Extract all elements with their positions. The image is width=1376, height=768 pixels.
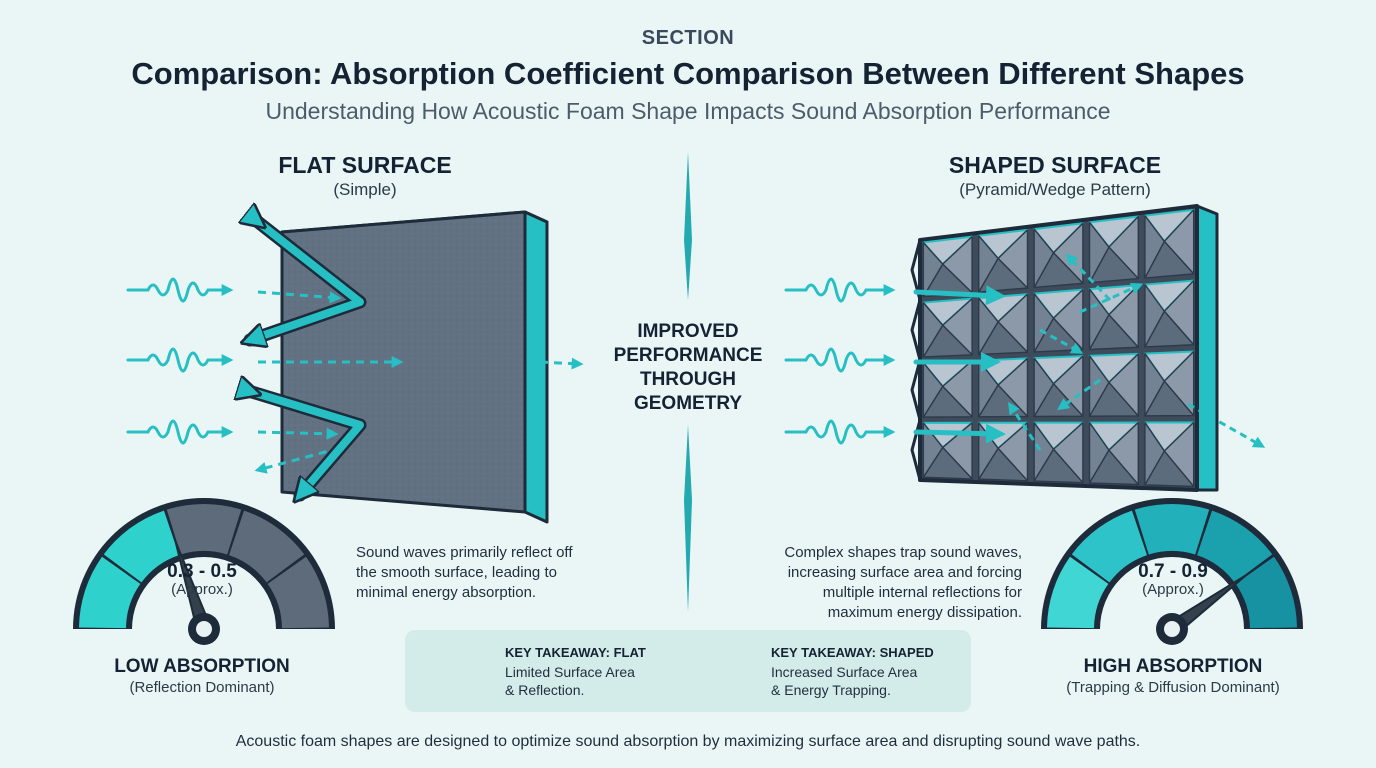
shaped-description: Complex shapes trap sound waves, increas… bbox=[722, 543, 1022, 623]
center-message-line: GEOMETRY bbox=[633, 393, 743, 414]
flat-description: Sound waves primarily reflect off the sm… bbox=[356, 543, 572, 603]
shaped-title: SHAPED SURFACE bbox=[948, 152, 1162, 178]
gauge-segment bbox=[103, 510, 180, 583]
pyramid-face bbox=[1088, 421, 1110, 484]
footer-note: Acoustic foam shapes are designed to opt… bbox=[235, 733, 1141, 750]
pyramid-face bbox=[922, 422, 944, 478]
shaped-absorption-title: HIGH ABSORPTION bbox=[1083, 656, 1263, 677]
pyramid-face bbox=[1033, 228, 1055, 289]
pyramid-face bbox=[922, 241, 944, 298]
gauge-segment bbox=[1047, 556, 1109, 629]
flat-description-line: Sound waves primarily reflect off bbox=[356, 544, 573, 561]
gauge-segment bbox=[1134, 504, 1210, 555]
flat-title: FLAT SURFACE bbox=[278, 152, 452, 178]
flat-takeaway-line: Limited Surface Area bbox=[505, 664, 635, 680]
gauge-segment bbox=[166, 504, 242, 555]
shaped-takeaway-line: & Energy Trapping. bbox=[771, 682, 891, 698]
shaped-foam-panel bbox=[910, 204, 1219, 492]
center-message-line: IMPROVED bbox=[637, 321, 739, 342]
page-subtitle: Understanding How Acoustic Foam Shape Im… bbox=[265, 98, 1111, 124]
center-message-line: PERFORMANCE bbox=[613, 345, 763, 366]
pyramid-face bbox=[1088, 221, 1110, 284]
pyramid-face bbox=[978, 235, 999, 293]
key-takeaways-box: KEY TAKEAWAY: FLAT Limited Surface Area … bbox=[405, 630, 971, 712]
shaped-entry-arrows bbox=[913, 285, 1006, 444]
pyramid-face bbox=[978, 297, 999, 356]
gauge-segment bbox=[267, 556, 329, 629]
flat-sound-waves bbox=[126, 277, 234, 445]
section-label: SECTION bbox=[641, 27, 735, 49]
gauge-segment bbox=[1235, 556, 1297, 629]
gauge-hub-center bbox=[1164, 621, 1180, 637]
center-message: IMPROVED PERFORMANCE THROUGH GEOMETRY bbox=[588, 320, 788, 416]
pyramid-face bbox=[1144, 283, 1166, 348]
shaped-description-line: multiple internal reflections for bbox=[822, 584, 1022, 601]
shaped-takeaway-line: Increased Surface Area bbox=[771, 664, 918, 680]
flat-absorption-title: LOW ABSORPTION bbox=[114, 656, 290, 677]
gauge-hub-center bbox=[196, 621, 212, 637]
page-title: Comparison: Absorption Coefficient Compa… bbox=[131, 56, 1245, 91]
shaped-subtitle: (Pyramid/Wedge Pattern) bbox=[959, 180, 1151, 199]
center-divider bbox=[684, 152, 692, 612]
gauge-segment bbox=[1196, 510, 1273, 583]
pyramid-face bbox=[1144, 352, 1166, 417]
shaped-gauge-note: (Approx.) bbox=[1142, 581, 1204, 598]
gauge-segment bbox=[79, 556, 141, 629]
pyramid-face bbox=[1033, 292, 1055, 353]
flat-description-line: minimal energy absorption. bbox=[356, 584, 537, 601]
center-message-line: THROUGH bbox=[639, 369, 737, 390]
flat-absorption-subtitle: (Reflection Dominant) bbox=[129, 679, 275, 696]
gauge-segment bbox=[1071, 510, 1148, 583]
shaped-internal-reflections bbox=[1008, 253, 1266, 451]
shaped-takeaway-title: KEY TAKEAWAY: SHAPED bbox=[771, 645, 934, 660]
shaped-description-line: increasing surface area and forcing bbox=[787, 564, 1022, 581]
shaped-description-line: maximum energy dissipation. bbox=[827, 604, 1022, 621]
flat-takeaway-title: KEY TAKEAWAY: FLAT bbox=[505, 645, 646, 660]
pyramid-face bbox=[1144, 215, 1166, 279]
flat-absorption-gauge bbox=[73, 498, 335, 645]
pyramid-face bbox=[1033, 421, 1055, 482]
flat-reflection-arrows bbox=[250, 222, 367, 495]
shaped-description-line: Complex shapes trap sound waves, bbox=[784, 544, 1022, 561]
pyramid-face bbox=[978, 359, 999, 418]
pyramid-face bbox=[1033, 357, 1055, 418]
pyramid-face bbox=[1144, 421, 1166, 486]
flat-subtitle: (Simple) bbox=[333, 180, 397, 199]
flat-gauge-note: (Approx.) bbox=[171, 581, 233, 598]
flat-takeaway-line: & Reflection. bbox=[505, 682, 585, 698]
pyramid-face bbox=[922, 362, 944, 418]
pyramid-face bbox=[922, 301, 944, 358]
shaped-absorption-gauge bbox=[1041, 498, 1303, 645]
shaped-absorption-subtitle: (Trapping & Diffusion Dominant) bbox=[1066, 679, 1280, 696]
shaped-gauge-value: 0.7 - 0.9 bbox=[1138, 561, 1208, 582]
shaped-sound-waves bbox=[784, 277, 896, 445]
gauge-segment bbox=[228, 510, 305, 583]
flat-description-line: the smooth surface, leading to bbox=[356, 564, 557, 581]
flat-gauge-value: 0.3 - 0.5 bbox=[167, 561, 237, 582]
